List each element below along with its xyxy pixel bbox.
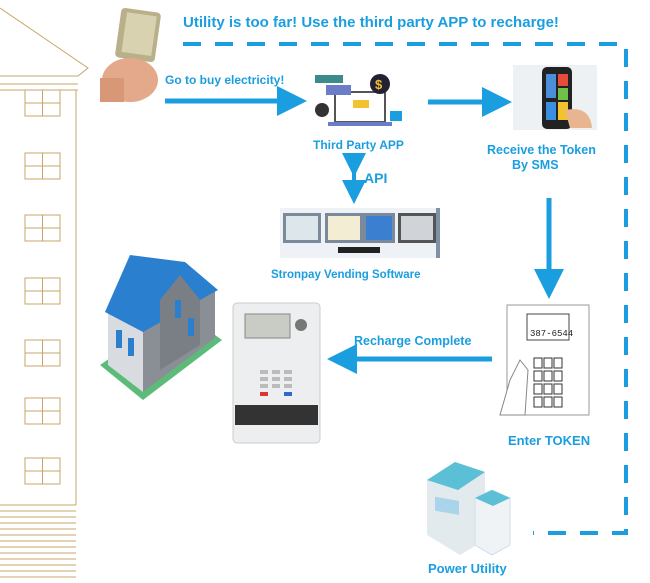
house-icon [100,255,222,400]
keypad-key [533,370,543,382]
keypad-key [533,396,543,408]
electric-meter-icon [232,302,321,444]
svg-text:$: $ [375,77,383,92]
keypad-key [533,383,543,395]
meter-key [284,384,292,388]
keypad-key [543,357,553,369]
keypad-key [553,370,563,382]
keypad-token-entry-icon: 387-6544 [499,304,590,416]
meter-key [272,384,280,388]
step-sms-label-1: Receive the Token [487,143,596,157]
step-app-label: Third Party APP [313,138,404,152]
money-hand-icon [100,7,161,102]
meter-key [260,377,268,381]
keypad-key [553,396,563,408]
meter-key [284,377,292,381]
keypad-key [543,370,553,382]
keypad-key [553,357,563,369]
api-label: API [364,170,388,186]
enter-token-label: Enter TOKEN [508,433,591,448]
power-utility-building-icon [427,462,511,556]
keypad-key [533,357,543,369]
vending-software-monitors-icon [280,208,440,258]
meter-key [284,370,292,374]
step-buy-label: Go to buy electricity! [165,73,285,87]
meter-key [272,370,280,374]
software-label: Stronpay Vending Software [271,269,421,281]
power-utility-label: Power Utility [428,561,507,576]
step-sms-label-2: By SMS [512,158,559,172]
meter-key [260,370,268,374]
meter-key [284,392,292,396]
third-party-app-icon: $ [315,74,402,126]
recharge-complete-label: Recharge Complete [354,334,472,348]
keypad-display: 387-6544 [530,329,573,339]
meter-key [260,392,268,396]
keypad-key [543,383,553,395]
meter-key [260,384,268,388]
headline: Utility is too far! Use the third party … [183,14,559,31]
dashed-utility-path [183,42,628,535]
meter-key [272,377,280,381]
apartment-building-outline [0,7,89,578]
keypad-key [543,396,553,408]
phone-sms-icon [513,65,597,130]
keypad-key [553,383,563,395]
